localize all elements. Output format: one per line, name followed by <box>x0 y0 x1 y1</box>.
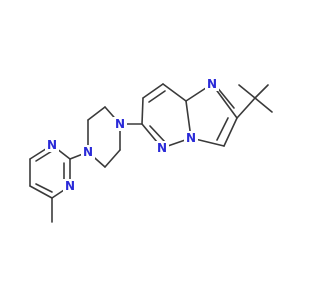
bond <box>149 125 166 143</box>
atom-label: N <box>186 131 196 145</box>
bond <box>254 97 273 113</box>
bond <box>236 97 256 119</box>
bond <box>216 117 229 141</box>
bond <box>254 84 269 99</box>
atom-label: N <box>157 141 167 155</box>
bond <box>87 106 106 121</box>
atom-n-bridgehead: N <box>184 131 198 145</box>
atom-labels: N N N N N N N <box>45 77 219 193</box>
bond <box>162 83 187 102</box>
bond <box>223 117 238 147</box>
bonds <box>29 83 273 223</box>
bond <box>35 183 53 193</box>
atom-n-pyridazine: N <box>155 141 169 155</box>
atom-label: N <box>47 138 57 152</box>
bond <box>29 185 53 199</box>
bond <box>148 90 166 103</box>
bond <box>238 84 256 99</box>
bond <box>104 149 121 168</box>
atom-label: N <box>83 145 93 159</box>
atom-label: N <box>115 117 125 131</box>
atom-n-piperazine-right: N <box>113 117 127 131</box>
atom-n-pyrimidine-top: N <box>45 138 59 152</box>
bond <box>142 83 164 99</box>
atom-label: N <box>207 77 217 91</box>
atom-n-pyrimidine-bottom: N <box>63 179 77 193</box>
molecule-structure: N N N N N N N <box>29 77 273 223</box>
atom-n-piperazine-left: N <box>81 145 95 159</box>
bond <box>35 150 53 162</box>
atom-label: N <box>65 179 75 193</box>
bond <box>141 97 144 125</box>
atom-n-imidazole: N <box>205 77 219 91</box>
